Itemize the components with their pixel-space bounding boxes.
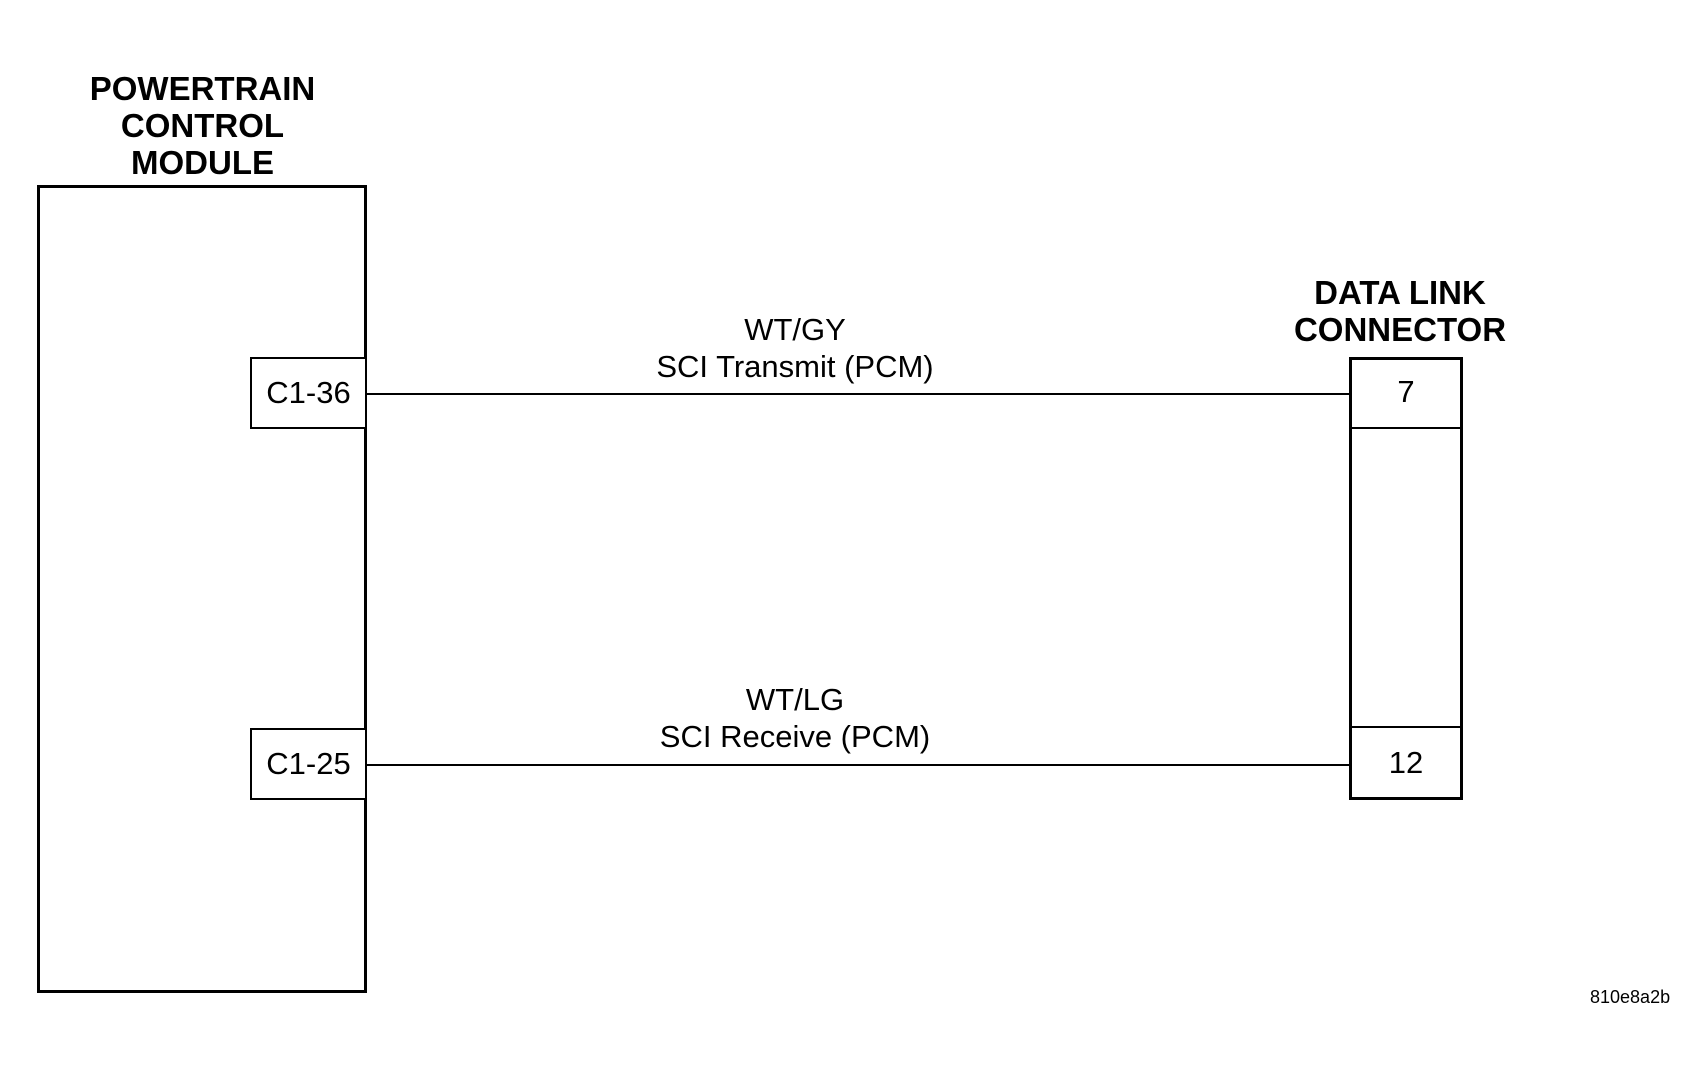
pcm-module-box: [37, 185, 367, 993]
wire-label-receive: WT/LG SCI Receive (PCM): [595, 681, 995, 755]
dlc-title: DATA LINK CONNECTOR: [1250, 274, 1550, 348]
wire-signal-transmit: SCI Transmit (PCM): [656, 349, 934, 384]
pcm-pin-c1-25: C1-25: [250, 728, 367, 800]
dlc-connector-box: [1349, 357, 1463, 800]
wire-color-code-transmit: WT/GY: [744, 312, 846, 347]
wire-signal-receive: SCI Receive (PCM): [659, 719, 931, 754]
pcm-title-line-1: POWERTRAIN: [89, 70, 316, 107]
pcm-title-line-2: CONTROL: [120, 107, 285, 144]
dlc-title-line-1: DATA LINK: [1314, 274, 1486, 311]
wire-color-code-receive: WT/LG: [745, 682, 845, 717]
dlc-cavity-12: 12: [1388, 745, 1424, 780]
wire-sci-transmit: [367, 393, 1351, 395]
pcm-title: POWERTRAIN CONTROL MODULE: [50, 70, 355, 181]
dlc-title-line-2: CONNECTOR: [1293, 311, 1507, 348]
dlc-cavity-7: 7: [1397, 374, 1415, 409]
wire-label-transmit: WT/GY SCI Transmit (PCM): [595, 311, 995, 385]
dlc-cavity-divider-top: [1351, 427, 1461, 429]
pcm-pin-c1-36: C1-36: [250, 357, 367, 429]
dlc-cavity-divider-bottom: [1351, 726, 1461, 728]
pcm-title-line-3: MODULE: [131, 144, 274, 181]
figure-reference-id: 810e8a2b: [1590, 987, 1671, 1007]
wire-sci-receive: [367, 764, 1351, 766]
